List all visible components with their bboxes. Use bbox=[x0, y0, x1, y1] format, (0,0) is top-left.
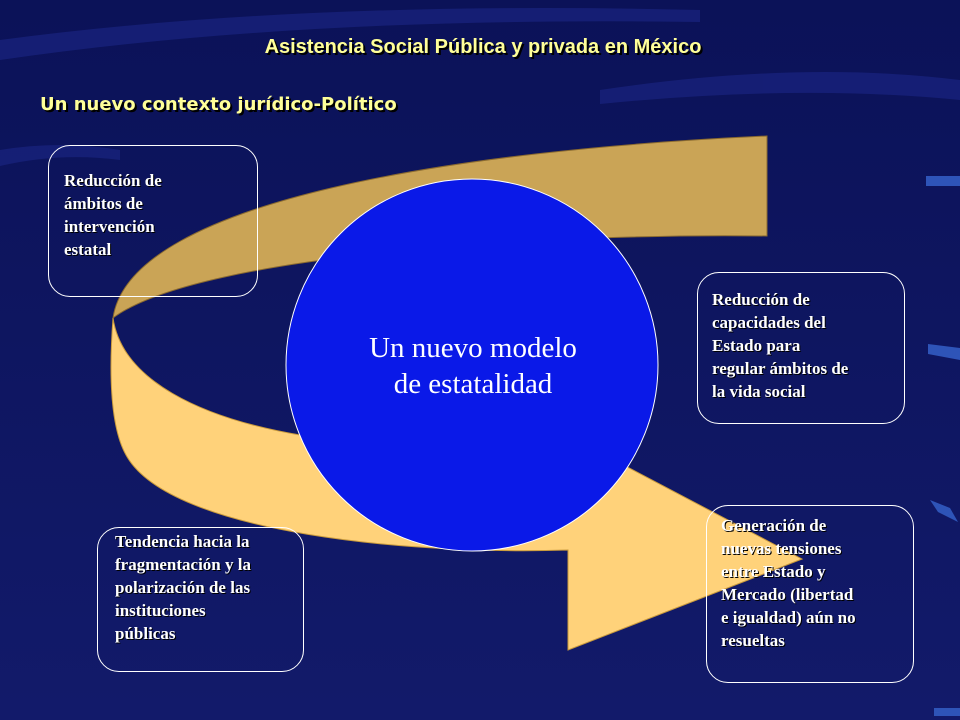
box-line: Reducción de bbox=[712, 290, 810, 309]
right-edge-marks bbox=[926, 176, 960, 716]
box-line: públicas bbox=[115, 624, 176, 643]
center-label: Un nuevo modelo de estatalidad bbox=[330, 330, 616, 402]
box-line: entre Estado y bbox=[721, 562, 826, 581]
page-title: Asistencia Social Pública y privada en M… bbox=[264, 36, 702, 58]
center-circle bbox=[285, 178, 659, 552]
box-line: la vida social bbox=[712, 382, 806, 401]
box-line: estatal bbox=[64, 240, 112, 259]
box-reduccion-ambitos: Reducción de ámbitos de intervención est… bbox=[48, 145, 258, 297]
box-line: instituciones bbox=[115, 601, 206, 620]
box-line: e igualdad) aún no bbox=[721, 608, 856, 627]
box-line: Tendencia hacia la bbox=[115, 532, 250, 551]
box-line: regular ámbitos de bbox=[712, 359, 849, 378]
box-reduccion-capacidades: Reducción de capacidades del Estado para… bbox=[697, 272, 905, 424]
box-generacion-tensiones: Generación de nuevas tensiones entre Est… bbox=[706, 505, 914, 683]
box-line: intervención bbox=[64, 217, 155, 236]
center-label-line1: Un nuevo modelo bbox=[369, 332, 577, 364]
box-line: polarización de las bbox=[115, 578, 251, 597]
page-subtitle: Un nuevo contexto jurídico-Político bbox=[40, 94, 397, 115]
box-line: Mercado (libertad bbox=[721, 585, 854, 604]
box-line: resueltas bbox=[721, 631, 785, 650]
box-line: Estado para bbox=[712, 336, 801, 355]
box-line: fragmentación y la bbox=[115, 555, 251, 574]
box-line: ámbitos de bbox=[64, 194, 143, 213]
box-line: capacidades del bbox=[712, 313, 826, 332]
box-line: Generación de bbox=[721, 516, 827, 535]
box-tendencia-fragmentacion: Tendencia hacia la fragmentación y la po… bbox=[97, 527, 304, 672]
box-line: Reducción de bbox=[64, 171, 162, 190]
center-label-line2: de estatalidad bbox=[393, 368, 553, 400]
box-line: nuevas tensiones bbox=[721, 539, 842, 558]
